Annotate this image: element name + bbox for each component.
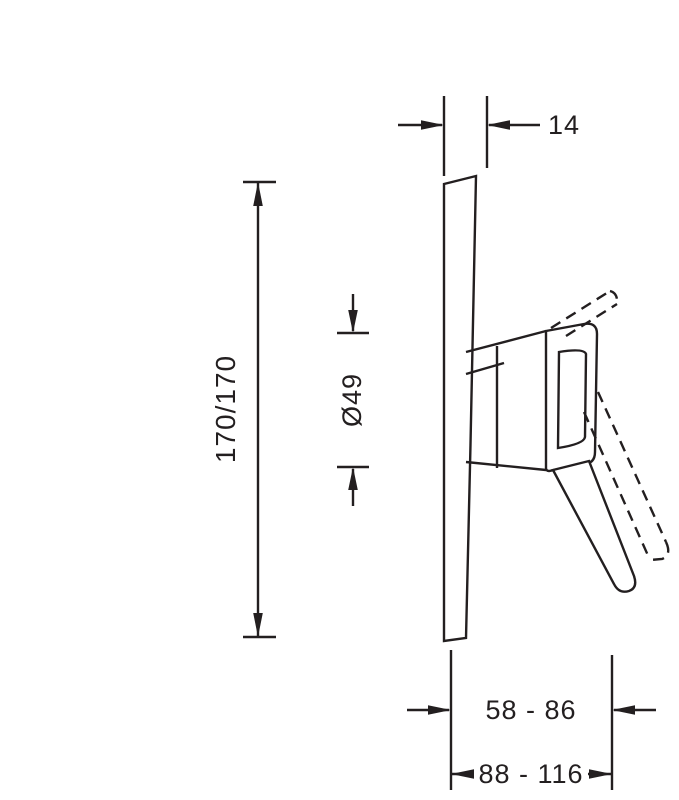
dim-label-diameter: Ø49 xyxy=(337,340,367,460)
arrowhead-down xyxy=(253,613,263,637)
arrowhead-left xyxy=(451,769,474,779)
arrowhead-left xyxy=(612,705,635,715)
arrowhead-up xyxy=(348,467,358,490)
arrowhead-right xyxy=(428,705,451,715)
dim-label-plate-thickness: 14 xyxy=(548,110,581,140)
fixture xyxy=(442,174,670,643)
dim-label-overall-depth: 88 - 116 xyxy=(474,759,588,789)
arrowhead-right xyxy=(421,120,444,130)
dim-label-plate-height: 170/170 xyxy=(210,354,241,464)
arrowhead-down xyxy=(348,310,358,333)
lever-solid xyxy=(551,459,637,593)
dim-label-front-depth: 58 - 86 xyxy=(485,695,577,725)
wall-plate-outline xyxy=(442,174,478,643)
dashed-tip xyxy=(609,289,619,305)
cone-bottom-edge xyxy=(465,460,547,472)
dimension-plate-height xyxy=(243,180,276,639)
dashed-tip xyxy=(649,541,670,562)
lever-dashed-swing xyxy=(582,391,670,562)
dashed-edge xyxy=(596,391,668,543)
dimension-diameter xyxy=(337,294,369,506)
dashed-edge xyxy=(582,411,652,561)
cone-top-edge xyxy=(465,329,547,354)
arrowhead-right xyxy=(589,769,612,779)
dashed-edge xyxy=(550,289,611,330)
arrowhead-up xyxy=(253,182,263,206)
dimension-plate-thickness xyxy=(398,96,540,176)
dashed-edge xyxy=(565,302,618,338)
dimension-front-depth xyxy=(407,650,656,790)
lever-dashed-up xyxy=(550,289,619,338)
handle-face-inset xyxy=(556,349,588,450)
arrowhead-left xyxy=(487,120,510,130)
